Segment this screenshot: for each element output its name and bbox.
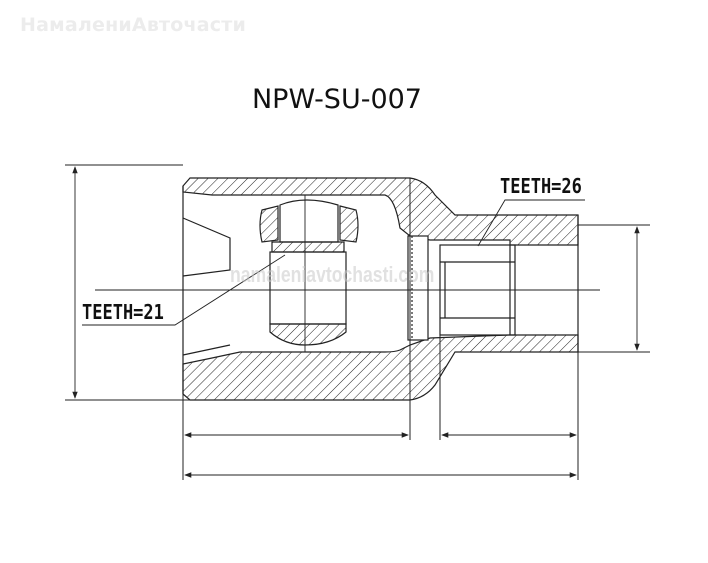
housing-top-wall: [182, 177, 579, 246]
label-teeth-26: TEETH=26: [500, 174, 582, 198]
leader-teeth-26: [477, 199, 585, 247]
watermark-text: НамалениАвточасти: [20, 14, 246, 36]
trunnion-bottom: [269, 323, 347, 346]
trunnion-top: [271, 241, 345, 253]
watermark-center: namaleniavtochasti.com: [230, 262, 435, 287]
roller-outer: [259, 205, 279, 243]
snap-ring: [407, 235, 429, 341]
housing-bottom-wall: [182, 334, 579, 401]
leader-teeth-21: [82, 254, 286, 326]
label-teeth-21: TEETH=21: [82, 300, 164, 324]
part-number-title: NPW-SU-007: [0, 84, 708, 115]
title-text: NPW-SU-007: [251, 84, 422, 115]
